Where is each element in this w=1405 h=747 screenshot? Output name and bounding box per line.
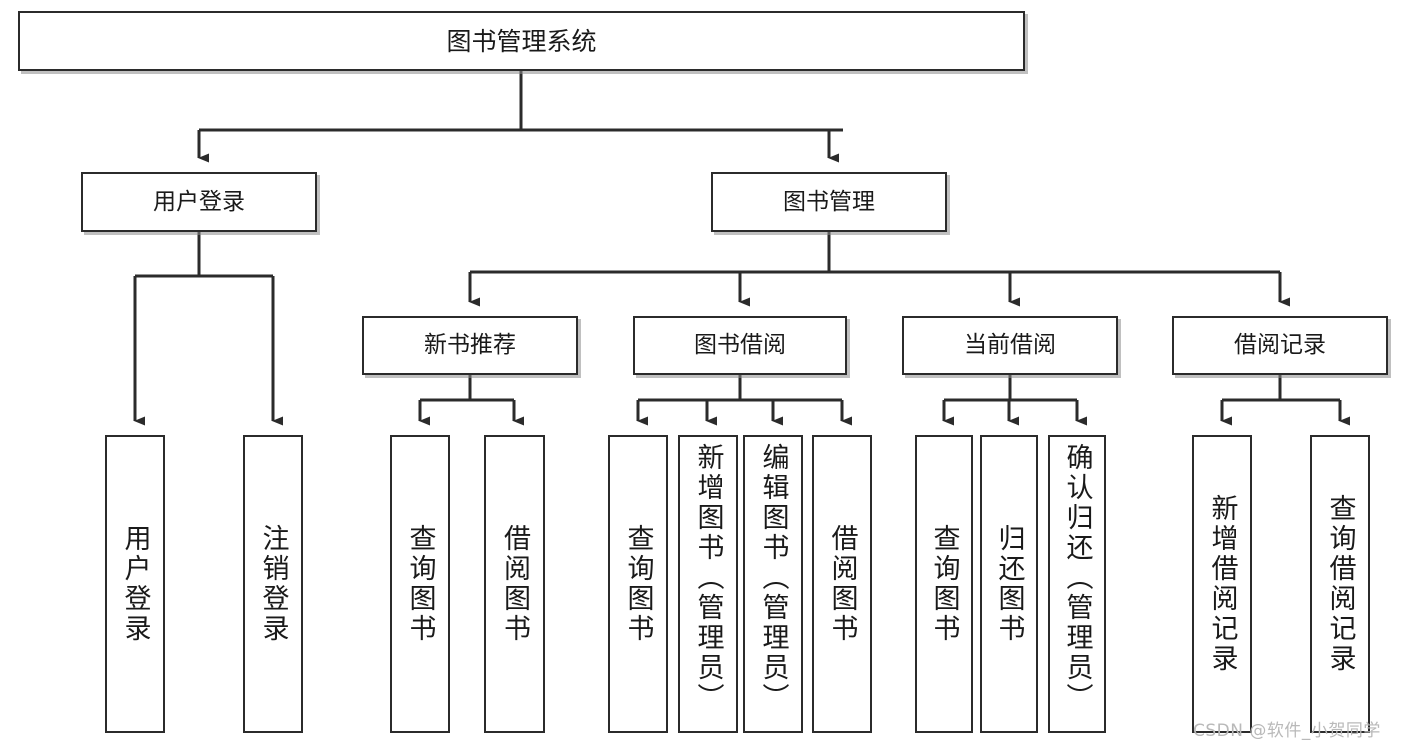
node-leaf-user-login-label: 用户登录 — [119, 524, 151, 644]
node-new-book-recommend[interactable]: 新书推荐 — [362, 316, 578, 375]
node-current-borrow[interactable]: 当前借阅 — [902, 316, 1118, 375]
node-leaf-borrow-book-2-label: 借阅图书 — [826, 524, 858, 644]
node-leaf-return-book[interactable]: 归还图书 — [980, 435, 1038, 733]
node-root-system[interactable]: 图书管理系统 — [18, 11, 1025, 71]
node-leaf-add-book-label: 新增图书（管理员） — [692, 443, 724, 713]
node-leaf-edit-book[interactable]: 编辑图书（管理员） — [743, 435, 803, 733]
node-leaf-query-book-1[interactable]: 查询图书 — [390, 435, 450, 733]
node-leaf-edit-book-label: 编辑图书（管理员） — [757, 443, 789, 713]
node-book-borrow-label: 图书借阅 — [694, 332, 786, 359]
node-borrow-record[interactable]: 借阅记录 — [1172, 316, 1388, 375]
node-leaf-add-record-label: 新增借阅记录 — [1206, 494, 1238, 674]
node-user-login[interactable]: 用户登录 — [81, 172, 317, 232]
node-leaf-query-book-3-label: 查询图书 — [928, 524, 960, 644]
node-new-book-recommend-label: 新书推荐 — [424, 332, 516, 359]
node-leaf-query-book-2[interactable]: 查询图书 — [608, 435, 668, 733]
node-leaf-borrow-book-1[interactable]: 借阅图书 — [484, 435, 545, 733]
node-user-login-label: 用户登录 — [153, 188, 245, 215]
node-leaf-query-book-1-label: 查询图书 — [404, 524, 436, 644]
node-leaf-logout-label: 注销登录 — [257, 524, 289, 644]
node-leaf-add-book[interactable]: 新增图书（管理员） — [678, 435, 738, 733]
csdn-watermark: CSDN @软件_小贺同学 — [1193, 721, 1381, 741]
node-book-manage[interactable]: 图书管理 — [711, 172, 947, 232]
node-leaf-return-book-label: 归还图书 — [993, 524, 1025, 644]
node-leaf-query-record[interactable]: 查询借阅记录 — [1310, 435, 1370, 733]
node-leaf-query-book-2-label: 查询图书 — [622, 524, 654, 644]
node-borrow-record-label: 借阅记录 — [1234, 332, 1326, 359]
node-root-system-label: 图书管理系统 — [446, 26, 597, 56]
node-leaf-borrow-book-1-label: 借阅图书 — [499, 524, 530, 644]
node-leaf-query-book-3[interactable]: 查询图书 — [915, 435, 973, 733]
node-leaf-logout[interactable]: 注销登录 — [243, 435, 303, 733]
node-leaf-add-record[interactable]: 新增借阅记录 — [1192, 435, 1252, 733]
node-current-borrow-label: 当前借阅 — [964, 332, 1056, 359]
node-leaf-query-record-label: 查询借阅记录 — [1324, 494, 1356, 674]
node-leaf-borrow-book-2[interactable]: 借阅图书 — [812, 435, 872, 733]
node-leaf-user-login[interactable]: 用户登录 — [105, 435, 165, 733]
node-book-borrow[interactable]: 图书借阅 — [633, 316, 847, 375]
node-book-manage-label: 图书管理 — [783, 188, 875, 215]
node-leaf-confirm-return-label: 确认归还（管理员） — [1061, 443, 1093, 713]
node-leaf-confirm-return[interactable]: 确认归还（管理员） — [1048, 435, 1106, 733]
